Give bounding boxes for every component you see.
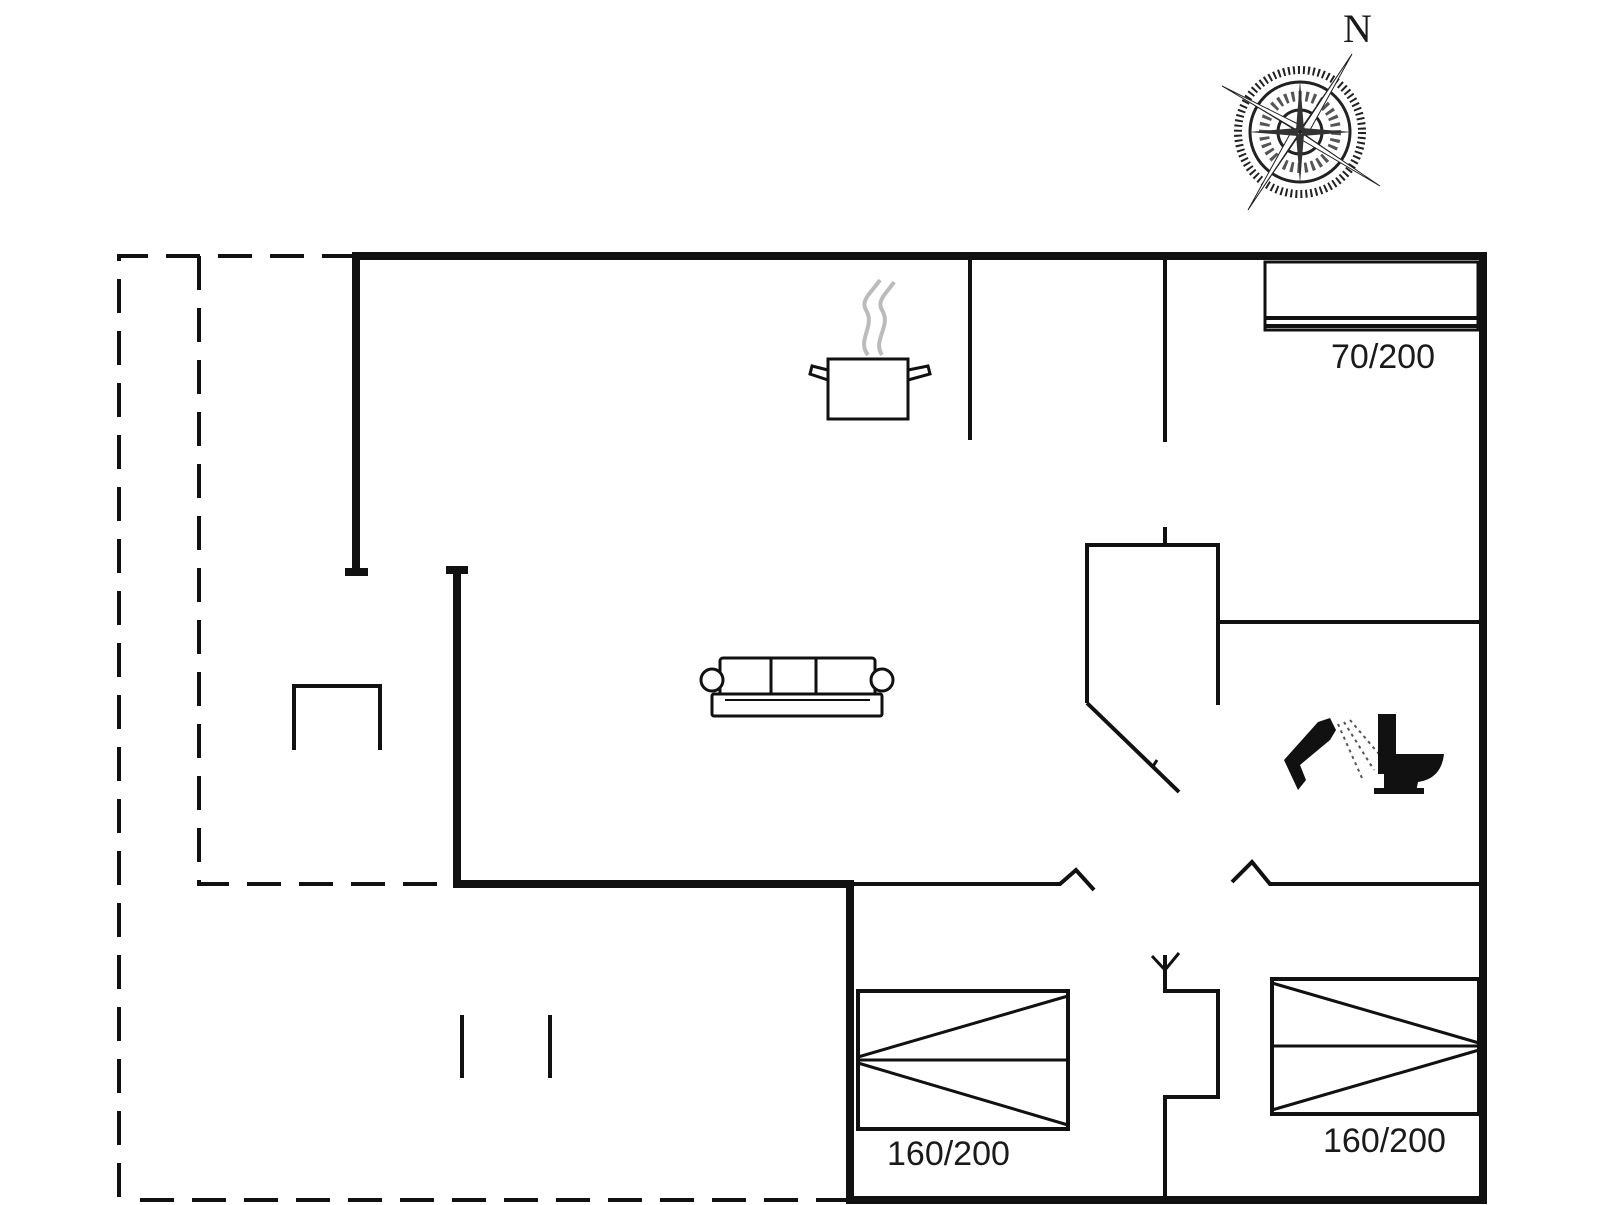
- toilet-icon: [1374, 714, 1444, 794]
- exterior-walls: [345, 252, 1487, 1204]
- interior-walls: [292, 258, 1481, 1198]
- compass-north-label: N: [1343, 6, 1372, 51]
- bed-size-label-south-west: 160/200: [887, 1135, 1010, 1173]
- bed-size-label-north: 70/200: [1331, 338, 1435, 376]
- compass-rose-icon: [1221, 53, 1381, 211]
- bed-size-label-south-east: 160/200: [1323, 1122, 1446, 1160]
- single-bed-icon: [1263, 260, 1480, 332]
- shower-icon: [1284, 718, 1385, 790]
- sofa-icon: [699, 656, 895, 718]
- double-bed-icon: [1270, 977, 1481, 1116]
- double-bed-icon: [856, 989, 1070, 1131]
- cooking-pot-icon: [808, 278, 932, 421]
- terrace-outline: [117, 254, 850, 1203]
